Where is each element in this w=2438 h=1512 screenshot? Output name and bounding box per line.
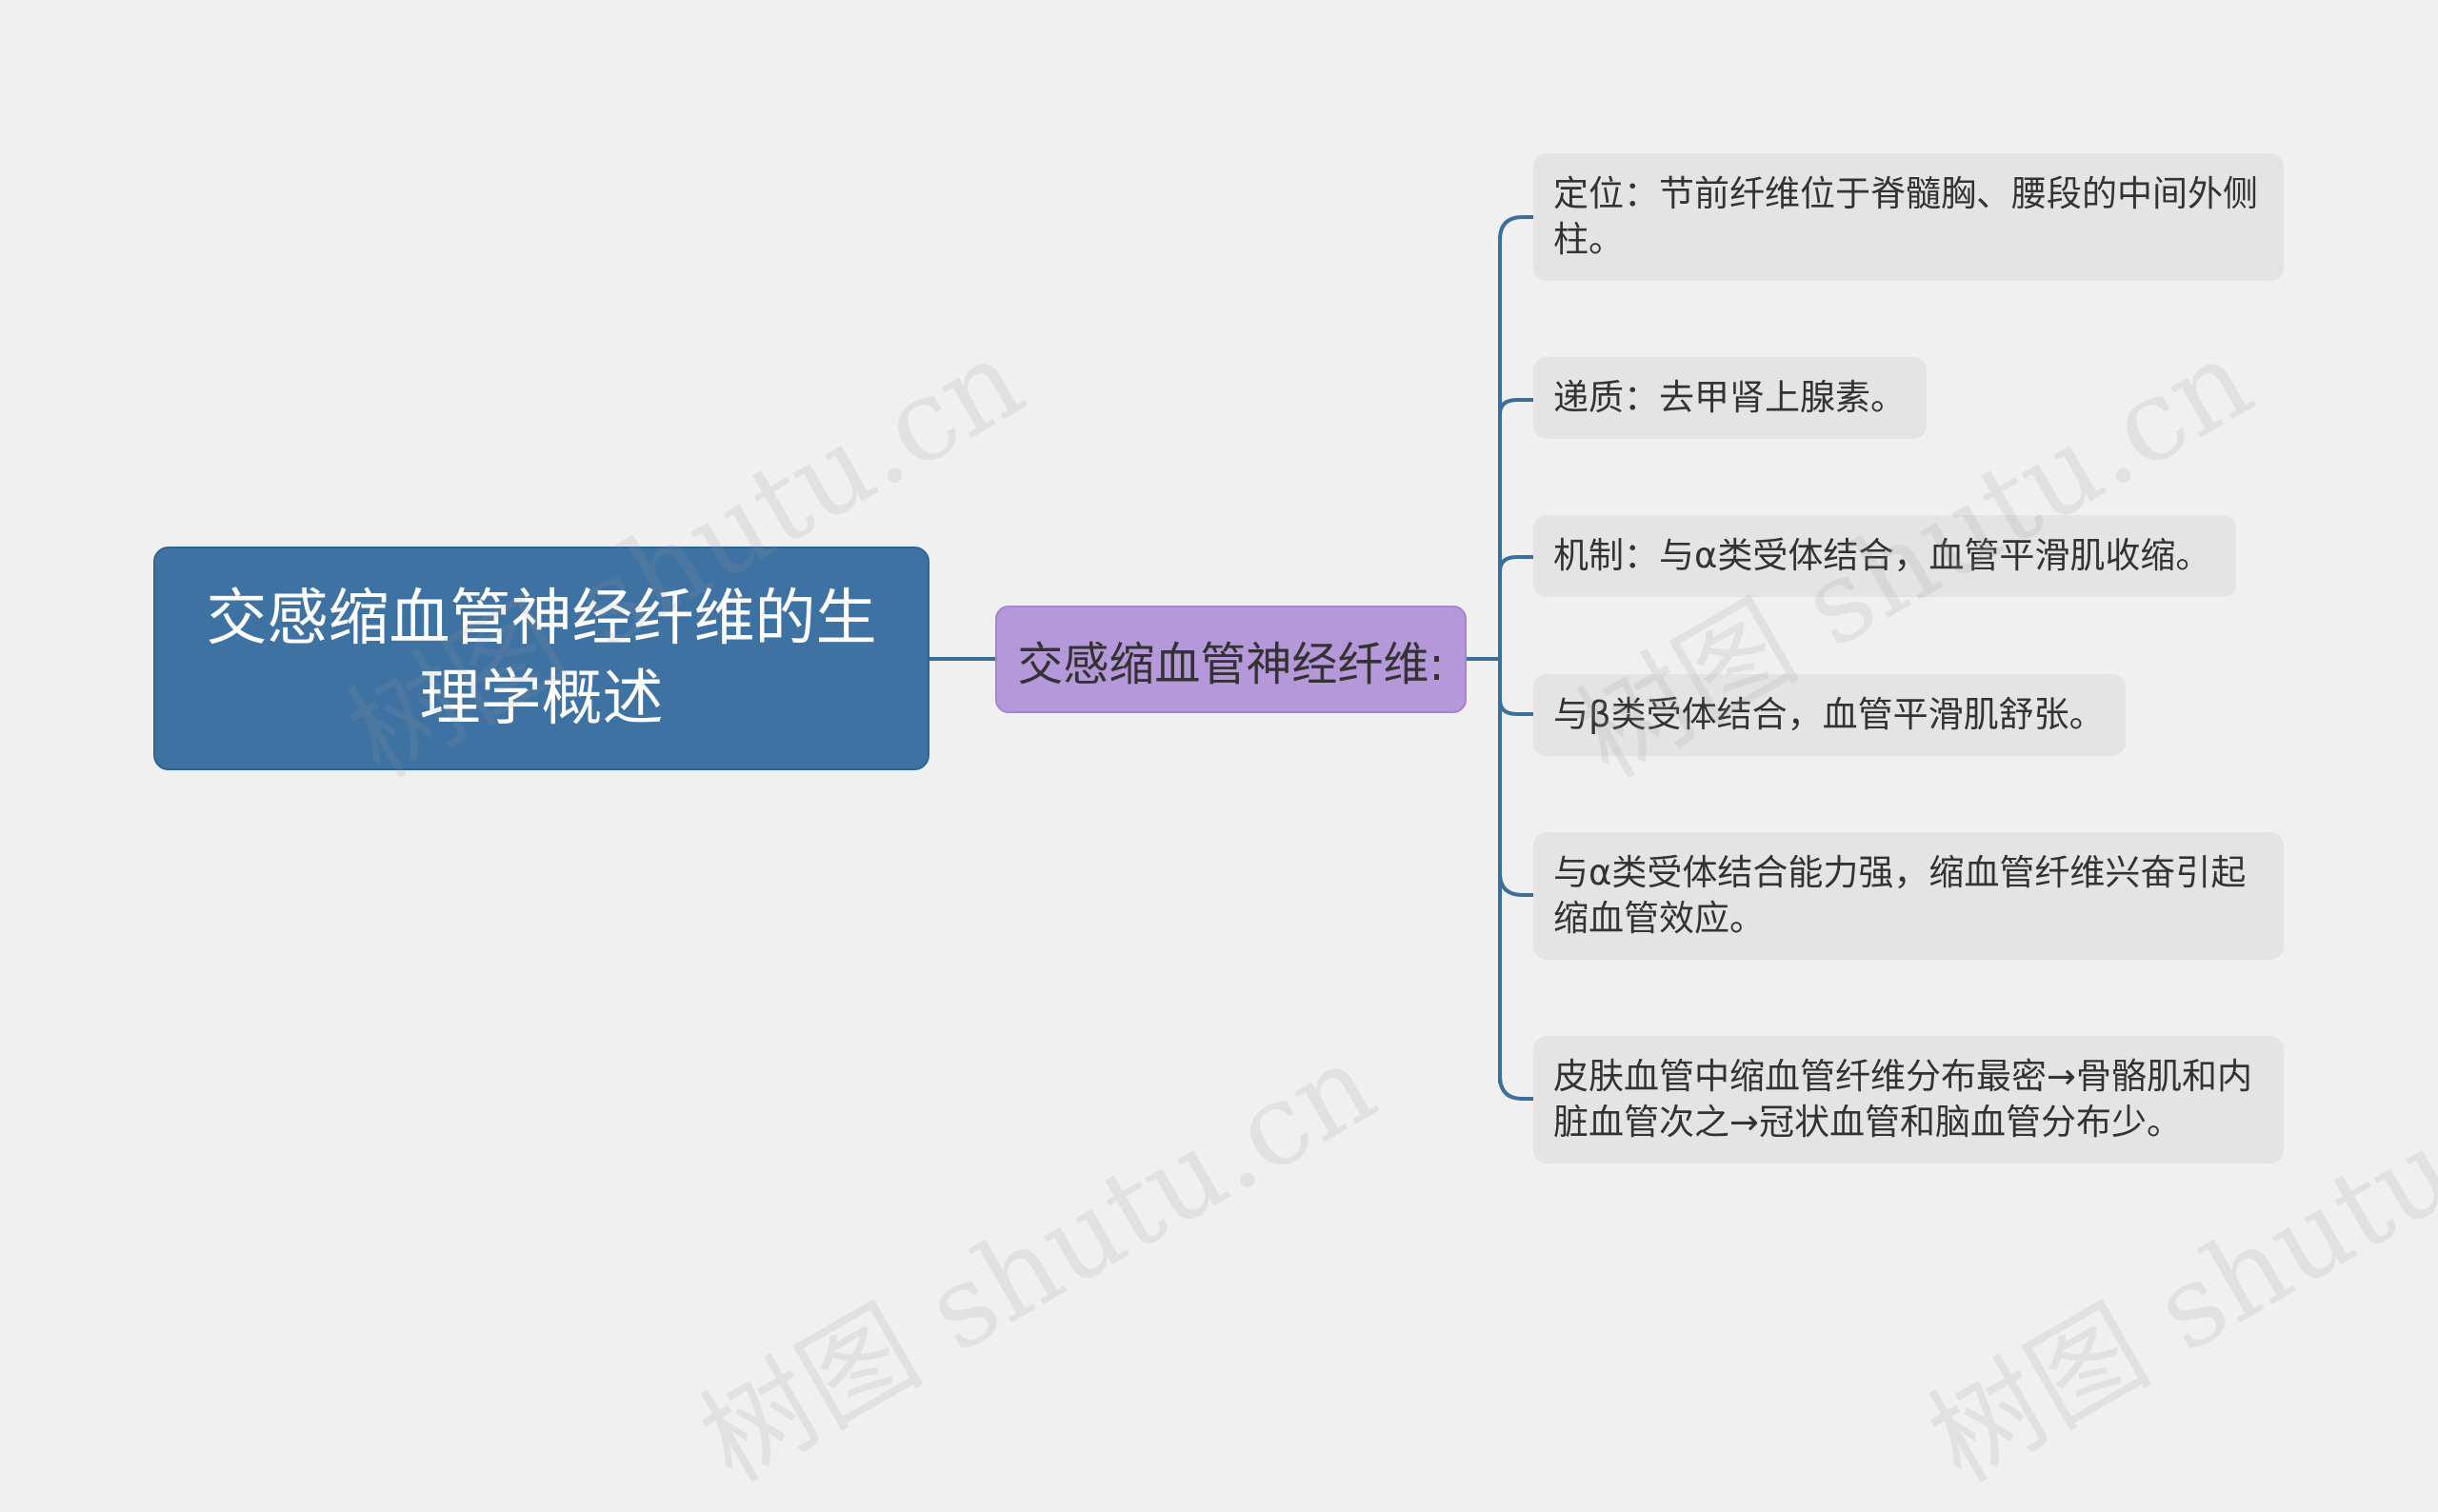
leaf-5-connector [1498,872,1533,897]
connector-lines [929,215,1533,1101]
leaf-4-connector [1498,699,1533,716]
leaf-topic-mechanism[interactable]: 机制：与α类受体结合，血管平滑肌收缩。 [1533,515,2236,597]
mind-map: 交感缩血管神经纤维的生理学概述 交感缩血管神经纤维: 定位：节前纤维位于脊髓胸、… [153,153,2438,1507]
branch-topic-label: 交感缩血管神经纤维: [1017,637,1445,691]
branch-topic[interactable]: 交感缩血管神经纤维: [995,606,1467,713]
leaf-topic-transmitter[interactable]: 递质：去甲肾上腺素。 [1533,357,1927,439]
leaf-topic-label: 皮肤血管中缩血管纤维分布最密→骨骼肌和内脏血管次之→冠状血管和脑血管分布少。 [1553,1056,2253,1143]
leaf-topic-alpha-affinity[interactable]: 与α类受体结合能力强，缩血管纤维兴奋引起缩血管效应。 [1533,832,2284,960]
leaf-topic-beta-receptor[interactable]: 与β类受体结合，血管平滑肌舒张。 [1533,674,2126,756]
leaf-topic-location[interactable]: 定位：节前纤维位于脊髓胸、腰段的中间外侧柱。 [1533,153,2284,281]
leaf-topic-label: 机制：与α类受体结合，血管平滑肌收缩。 [1553,535,2211,576]
leaf-topic-label: 与α类受体结合能力强，缩血管纤维兴奋引起缩血管效应。 [1553,852,2247,939]
leaf-topic-distribution[interactable]: 皮肤血管中缩血管纤维分布最密→骨骼肌和内脏血管次之→冠状血管和脑血管分布少。 [1533,1036,2284,1164]
leaf-1-connector [1498,215,1533,241]
root-topic-label: 交感缩血管神经纤维的生理学概述 [206,583,877,734]
leaf-topic-label: 与β类受体结合，血管平滑肌舒张。 [1553,694,2105,735]
leaf-2-connector [1498,398,1533,415]
root-topic[interactable]: 交感缩血管神经纤维的生理学概述 [153,547,929,770]
leaf-topic-label: 递质：去甲肾上腺素。 [1553,377,1906,418]
leaf-6-connector [1498,1075,1533,1101]
leaf-topic-label: 定位：节前纤维位于脊髓胸、腰段的中间外侧柱。 [1553,173,2258,260]
leaf-3-connector [1498,555,1533,572]
